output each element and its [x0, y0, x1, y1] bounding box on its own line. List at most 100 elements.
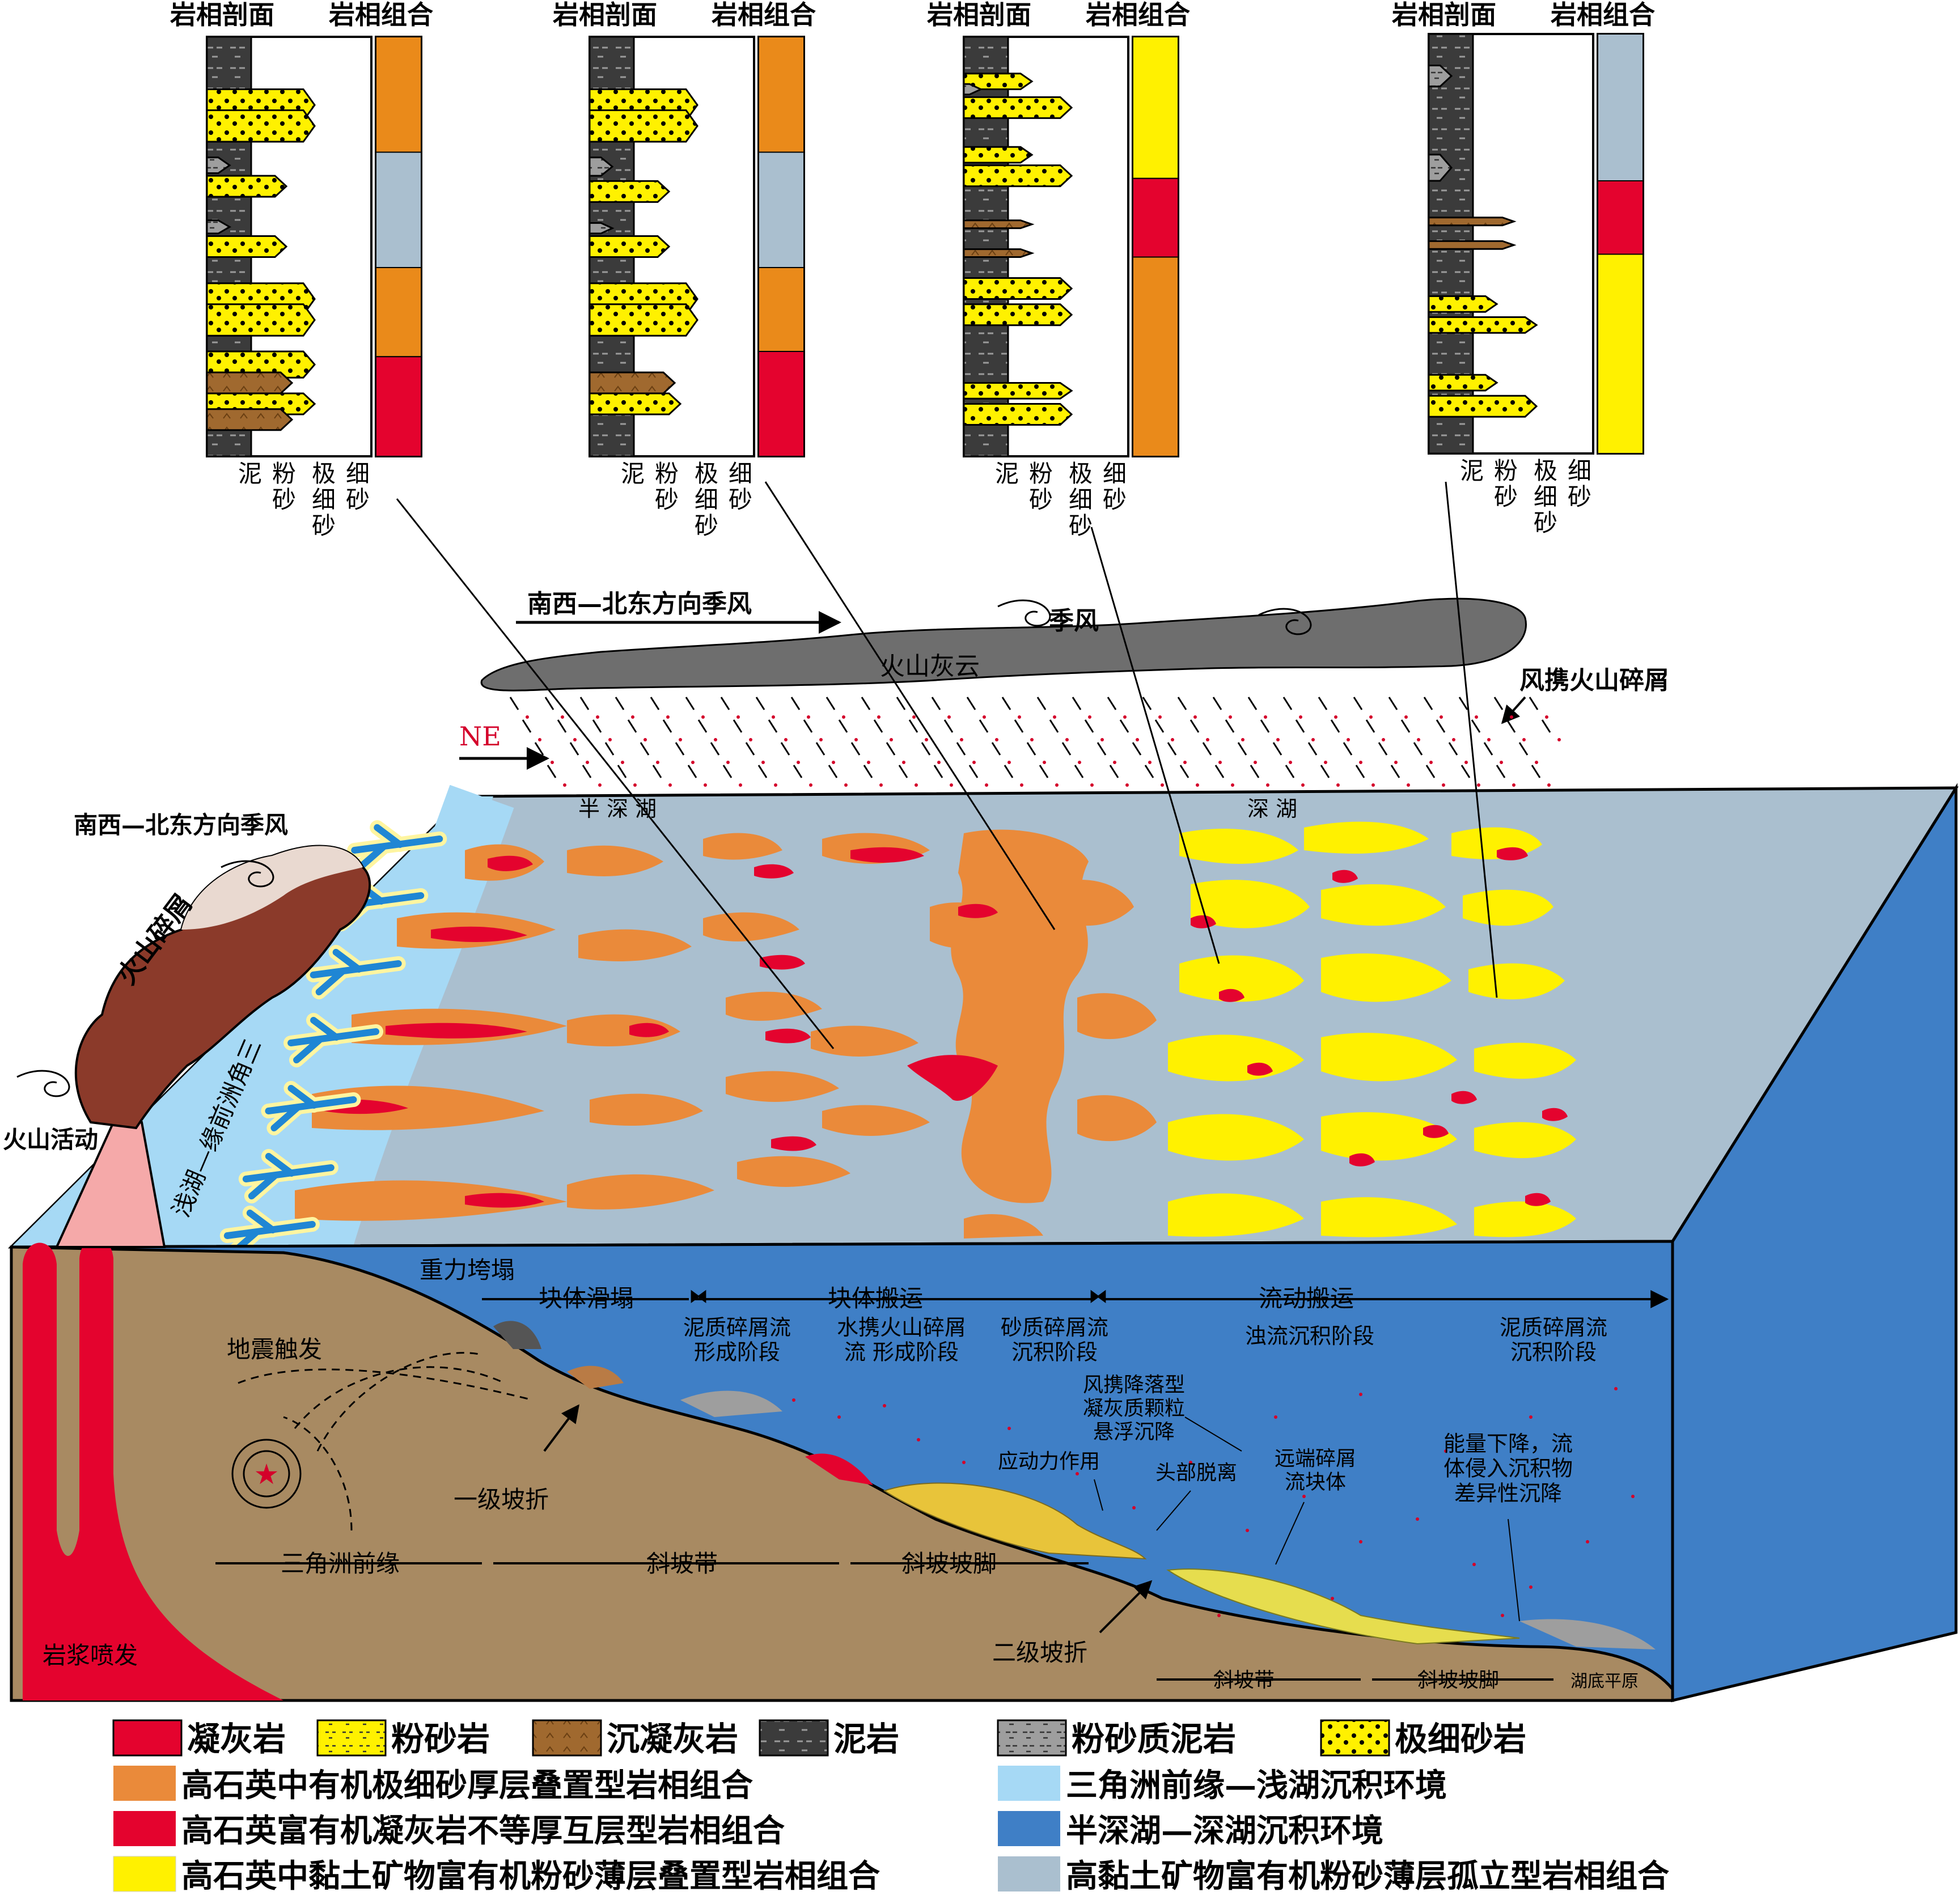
slope-belt2-label: 斜坡带 [1213, 1669, 1275, 1692]
lake-plain-label: 湖底平原 [1570, 1672, 1639, 1691]
grain-size-label: 泥 [621, 460, 645, 487]
atmosphere: 火山灰云 南西—北东方向季风 季风 风携火山碎屑 NE [459, 589, 1669, 787]
orange-facies-blob [312, 1085, 544, 1130]
lithology-bed [963, 219, 1035, 230]
red-facies-blob [1349, 1153, 1375, 1167]
orange-facies-blob [1055, 880, 1134, 926]
orange-facies-blob [703, 912, 799, 941]
red-facies-blob [754, 864, 794, 879]
gravity-collapse-label: 重力垮塌 [420, 1256, 515, 1284]
wind-swirl-icon [16, 1070, 70, 1097]
combo-segment [1132, 256, 1179, 457]
combo-segment [1597, 180, 1644, 255]
grain-size-label: 泥 [238, 460, 262, 487]
stage-label: 泥质碎屑流形成阶段 [683, 1315, 791, 1365]
legend-label: 极细砂岩 [1395, 1720, 1526, 1758]
magma-label: 岩浆喷发 [43, 1642, 138, 1669]
lithology-bed [589, 235, 671, 258]
column-leader-lines [396, 481, 1498, 1049]
red-facies-blob [465, 1193, 544, 1208]
grain-size-label: 细砂 [729, 460, 752, 514]
delta-channel [310, 949, 402, 995]
red-facies-blob [760, 955, 805, 970]
grain-size-label: 泥 [995, 460, 1019, 487]
ne-label: NE [459, 721, 501, 752]
lithology-bed [589, 109, 699, 143]
legend-swatch [532, 1719, 602, 1757]
earthquake-focus: ★ 地震触发 [227, 1335, 534, 1531]
orange-facies-blob [703, 833, 782, 860]
red-facies-blob [488, 855, 533, 871]
red-facies-blob [1219, 989, 1244, 1002]
red-facies-blob [1423, 1125, 1449, 1138]
red-facies-blob [629, 1023, 669, 1037]
deep-lake-label: 深 湖 [1247, 796, 1297, 821]
legend-label: 凝灰岩 [187, 1720, 286, 1758]
yellow-facies-blob [1321, 1033, 1457, 1082]
red-facies-blob [958, 904, 998, 918]
grain-size-label: 粉砂 [1029, 460, 1053, 514]
grain-size-label: 极细砂 [695, 460, 718, 540]
yellow-facies-blob [1474, 1122, 1576, 1159]
wind-swirl-icon [997, 599, 1051, 627]
lithology-bed [963, 96, 1073, 119]
break2-label: 二级坡折 [992, 1639, 1087, 1666]
yellow-facies-blob [1168, 1193, 1304, 1237]
ash-cloud [480, 597, 1527, 692]
legend-item: 高石英中有机极细砂厚层叠置型岩相组合 [113, 1766, 753, 1804]
combo-segment [375, 36, 422, 153]
grain-size-label: 细砂 [346, 460, 370, 514]
wind-swirl-icon [221, 860, 274, 888]
orange-facies-blob [737, 1156, 850, 1187]
break1-label: 一级坡折 [454, 1486, 549, 1513]
lithology-bed [589, 392, 682, 415]
legend-label: 高石英中黏土矿物富有机粉砂薄层叠置型岩相组合 [181, 1857, 880, 1895]
legend-swatch [998, 1766, 1060, 1801]
lithology-bed [963, 164, 1073, 188]
column-header-combo: 岩相组合 [712, 0, 816, 30]
zone-bar-upper: 三角洲前缘 斜坡带 斜坡坡脚 [215, 1550, 1089, 1577]
lithology-bed [206, 109, 316, 143]
column-header-profile: 岩相剖面 [927, 0, 1031, 30]
legend-label: 粉砂岩 [391, 1720, 490, 1758]
yellow-facies-blob [1474, 1042, 1576, 1079]
suspended-particles [792, 1387, 1635, 1617]
legend-item: 沉凝灰岩 [532, 1719, 738, 1758]
combo-segment [1597, 253, 1644, 454]
column-header-combo: 岩相组合 [1551, 0, 1655, 30]
monsoon-left-label: 南西—北东方向季风 [74, 811, 288, 839]
legend-label: 三角洲前缘—浅湖沉积环境 [1066, 1767, 1447, 1804]
legend-item: 泥岩 [759, 1719, 899, 1758]
legend-item: 粉砂质泥岩 [997, 1719, 1236, 1758]
red-facies-blob [1247, 1062, 1273, 1076]
yellow-facies-blob [1168, 1114, 1304, 1161]
lithology-bed [589, 371, 676, 395]
red-facies-blob [1497, 847, 1528, 860]
red-facies-blob [907, 1055, 998, 1101]
facies-columns: 岩相剖面岩相组合泥粉砂极细砂细砂岩相剖面岩相组合泥粉砂极细砂细砂岩相剖面岩相组合… [170, 0, 1655, 540]
combo-segment [758, 36, 805, 153]
facies-column: 岩相剖面岩相组合泥粉砂极细砂细砂 [553, 0, 816, 540]
grain-size-label: 极细砂 [1534, 457, 1557, 537]
orange-facies-blob [1077, 993, 1157, 1040]
fallout-label: 风携降落型凝灰质颗粒悬浮沉降 [1083, 1373, 1185, 1444]
legend-label: 高石英富有机凝灰岩不等厚互层型岩相组合 [181, 1812, 785, 1850]
lithology-bed [963, 382, 1073, 400]
stage-label: 浊流沉积阶段 [1245, 1324, 1374, 1348]
delta-channel [265, 1085, 357, 1131]
legend-item: 半深湖—深湖沉积环境 [998, 1811, 1383, 1850]
combo-segment [758, 267, 805, 352]
orange-facies-blob [1077, 1095, 1157, 1142]
yellow-facies-blob [1321, 1197, 1457, 1237]
zone-bar-lower: 斜坡带 斜坡坡脚 湖底平原 [1157, 1669, 1639, 1692]
lithology-bed [206, 408, 294, 431]
legend: 凝灰岩 粉砂岩 沉凝灰岩泥岩 粉砂质泥岩 极细砂岩高石英中有机极细砂厚层叠置型岩相组合高… [112, 1719, 1669, 1895]
legend-item: 高石英富有机凝灰岩不等厚互层型岩相组合 [113, 1811, 785, 1850]
legend-item: 凝灰岩 [112, 1719, 286, 1758]
slope-foot-label: 斜坡坡脚 [901, 1550, 997, 1577]
svg-text:⧓: ⧓ [689, 1285, 708, 1308]
orange-facies-blob [578, 929, 692, 961]
grain-size-label: 粉砂 [655, 460, 679, 514]
grain-size-label: 粉砂 [1494, 457, 1518, 511]
lithology-bed [1428, 217, 1517, 227]
